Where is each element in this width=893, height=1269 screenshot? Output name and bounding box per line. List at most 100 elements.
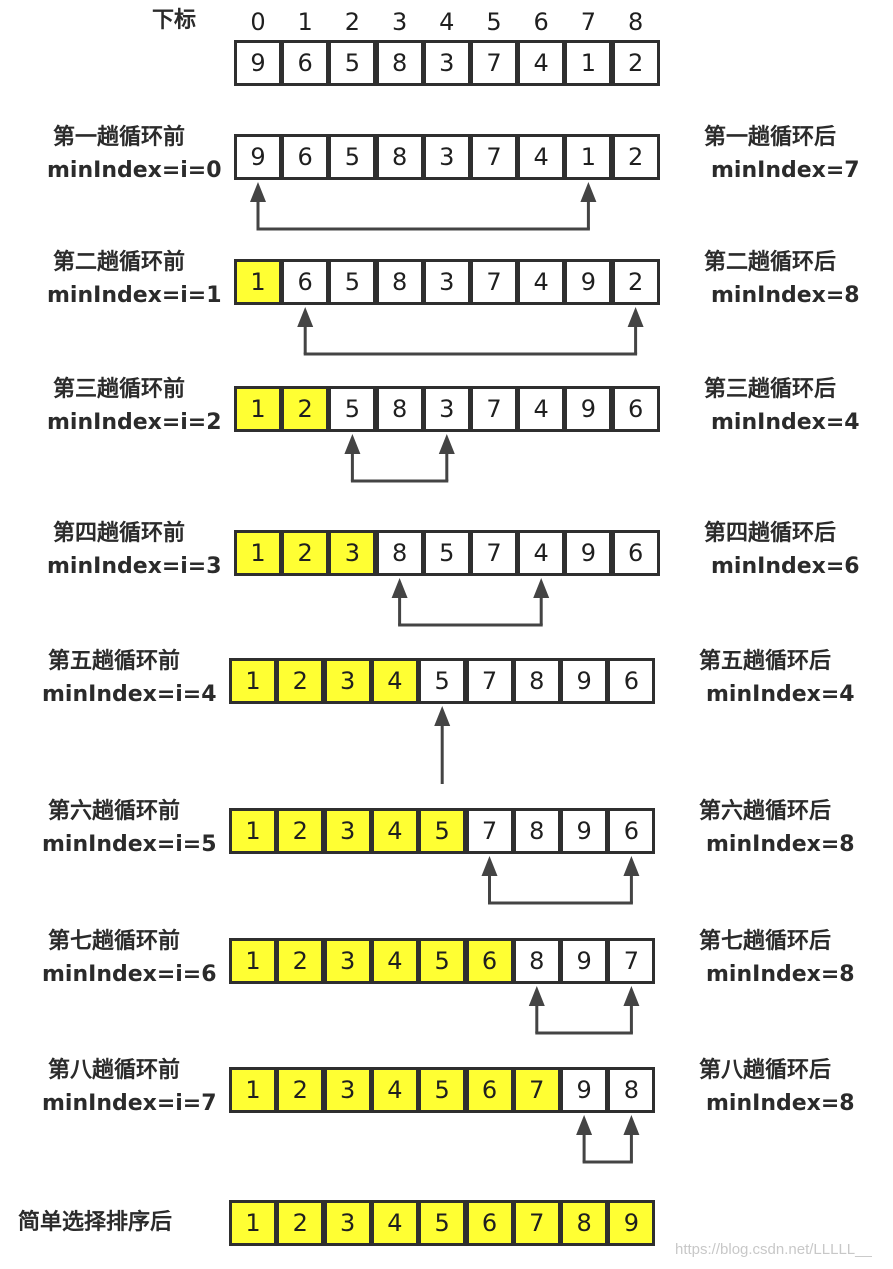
final-label: 简单选择排序后 [18, 1210, 173, 1235]
initial-array-cell: 5 [328, 40, 377, 86]
pass-1-array-cell: 5 [328, 134, 377, 180]
pass-after-index: minIndex=4 [706, 682, 855, 707]
swap-arrow-left-head [391, 578, 408, 598]
pass-after-index: minIndex=4 [711, 410, 860, 435]
swap-arrow-left-head [576, 1115, 593, 1135]
pass-before-title: 第一趟循环前 [53, 125, 186, 150]
initial-array-cell: 1 [564, 40, 613, 86]
pass-after-title: 第七趟循环后 [699, 929, 832, 954]
final-array-cell: 3 [323, 1200, 372, 1246]
self-arrow-head [434, 706, 451, 726]
pass-4-array-cell: 6 [611, 530, 660, 576]
pass-before-title: 第三趟循环前 [53, 377, 186, 402]
pass-3-array-cell: 5 [328, 386, 377, 432]
pass-4-array-cell: 7 [470, 530, 518, 576]
swap-arrow-right-head [580, 182, 597, 202]
pass-5-array-cell: 1 [229, 658, 277, 704]
pass-3-array-cell: 4 [517, 386, 566, 432]
pass-after-index: minIndex=8 [706, 1091, 855, 1116]
index-number: 1 [297, 8, 313, 36]
final-array-cell: 2 [276, 1200, 325, 1246]
pass-4-array-cell: 3 [328, 530, 377, 576]
swap-arrow-right-head [623, 856, 640, 876]
pass-7-array-cell: 5 [418, 938, 467, 984]
initial-array-cell: 7 [470, 40, 518, 86]
swap-arrow-right-head [533, 578, 550, 598]
pass-4-array-cell: 8 [375, 530, 424, 576]
swap-arrow-right-head [438, 434, 455, 454]
pass-1-array-cell: 3 [422, 134, 471, 180]
pass-1-array-cell: 6 [281, 134, 330, 180]
pass-5-array-cell: 2 [276, 658, 325, 704]
pass-6-array-cell: 9 [560, 808, 609, 854]
pass-before-index: minIndex=i=6 [42, 962, 217, 987]
pass-2-array-cell: 3 [422, 259, 471, 305]
index-label: 下标 [152, 8, 197, 33]
swap-arrow-right-head [623, 986, 640, 1006]
pass-before-index: minIndex=i=4 [42, 682, 217, 707]
index-number: 3 [391, 8, 408, 36]
pass-2-array-cell: 2 [611, 259, 660, 305]
pass-before-title: 第四趟循环前 [53, 521, 186, 546]
pass-2-array-cell: 5 [328, 259, 377, 305]
pass-6-array-cell: 2 [276, 808, 325, 854]
pass-8-array-cell: 5 [418, 1067, 467, 1113]
pass-6-array-cell: 8 [512, 808, 561, 854]
swap-arrow-right-head [623, 1115, 640, 1135]
swap-arrow-right-head [627, 307, 644, 327]
index-number: 7 [580, 8, 597, 36]
pass-4-array-cell: 1 [234, 530, 282, 576]
index-number: 4 [439, 8, 455, 36]
pass-3-array-cell: 6 [611, 386, 660, 432]
pass-6-array-cell: 3 [323, 808, 372, 854]
pass-4-array-cell: 5 [422, 530, 471, 576]
pass-3-array-cell: 9 [564, 386, 613, 432]
pass-after-index: minIndex=6 [711, 554, 860, 579]
pass-4-array-cell: 4 [517, 530, 566, 576]
pass-after-title: 第八趟循环后 [699, 1058, 832, 1083]
pass-5-array-cell: 8 [512, 658, 561, 704]
pass-1-array-cell: 1 [564, 134, 613, 180]
final-array-cell: 6 [465, 1200, 514, 1246]
pass-before-title: 第六趟循环前 [48, 799, 181, 824]
initial-array-cell: 2 [611, 40, 660, 86]
pass-5-array-cell: 9 [560, 658, 609, 704]
pass-before-title: 第五趟循环前 [48, 649, 181, 674]
pass-after-title: 第一趟循环后 [704, 125, 837, 150]
pass-7-array-cell: 8 [512, 938, 561, 984]
pass-7-array-cell: 4 [370, 938, 419, 984]
index-number: 8 [627, 8, 644, 36]
swap-arrow-left-head [297, 307, 314, 327]
pass-2-array-cell: 9 [564, 259, 613, 305]
initial-array-cell: 6 [281, 40, 330, 86]
pass-before-index: minIndex=i=7 [42, 1091, 217, 1116]
pass-3-array-cell: 7 [470, 386, 518, 432]
pass-8-array-cell: 9 [560, 1067, 609, 1113]
pass-7-array-cell: 6 [465, 938, 514, 984]
pass-4-array-cell: 9 [564, 530, 613, 576]
pass-6-array-cell: 4 [370, 808, 419, 854]
pass-2-array-cell: 1 [234, 259, 282, 305]
pass-7-array-cell: 3 [323, 938, 372, 984]
pass-7-array-cell: 2 [276, 938, 325, 984]
pass-8-array-cell: 7 [512, 1067, 561, 1113]
pass-after-title: 第五趟循环后 [699, 649, 832, 674]
pass-5-array-cell: 5 [418, 658, 467, 704]
final-array-cell: 4 [370, 1200, 419, 1246]
pass-8-array-cell: 3 [323, 1067, 372, 1113]
final-array-cell: 8 [560, 1200, 609, 1246]
initial-array-cell: 8 [375, 40, 424, 86]
pass-before-index: minIndex=i=0 [47, 158, 222, 183]
swap-arrow-left-head [250, 182, 266, 202]
pass-after-index: minIndex=8 [706, 832, 855, 857]
pass-5-array-cell: 6 [607, 658, 656, 704]
pass-5-array-cell: 7 [465, 658, 514, 704]
pass-6-array-cell: 7 [465, 808, 514, 854]
pass-before-index: minIndex=i=3 [47, 554, 222, 579]
final-array-cell: 5 [418, 1200, 467, 1246]
index-number: 2 [344, 8, 361, 36]
pass-1-array-cell: 9 [234, 134, 282, 180]
pass-4-array-cell: 2 [281, 530, 330, 576]
pass-3-array-cell: 1 [234, 386, 282, 432]
